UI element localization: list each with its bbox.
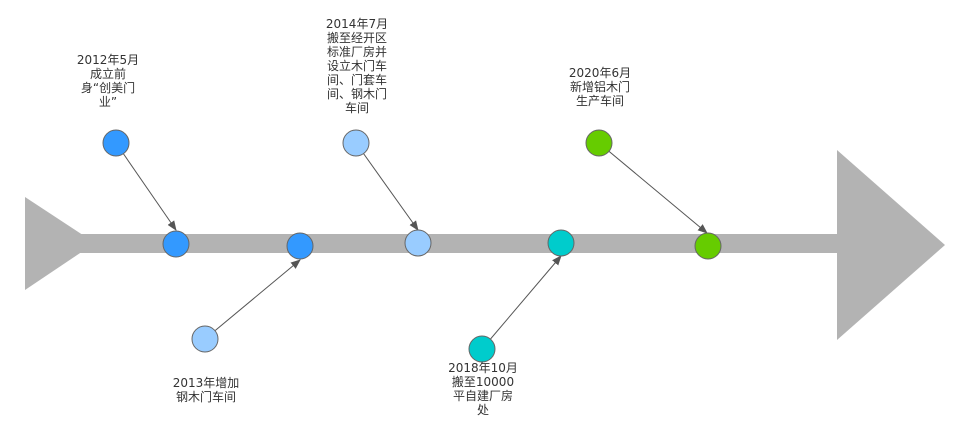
callout-node-2013 bbox=[191, 325, 219, 353]
connector-2014 bbox=[355, 142, 419, 231]
connector-2012 bbox=[115, 142, 177, 231]
connector-2018 bbox=[481, 255, 562, 350]
callout-node-2012 bbox=[102, 129, 130, 157]
axis-node-2013 bbox=[286, 232, 314, 260]
timeline-arrow-head bbox=[837, 150, 945, 340]
axis-node-2014 bbox=[404, 229, 432, 257]
milestone-label-2014: 2014年7月 搬至经开区 标准厂房并 设立木门车 间、门套车 间、钢木门 车间 bbox=[325, 17, 389, 115]
milestone-label-2012: 2012年5月 成立前 身“创美门 业” bbox=[76, 53, 140, 109]
milestone-label-2013: 2013年增加 钢木门车间 bbox=[172, 376, 240, 404]
milestone-label-2018: 2018年10月 搬至10000 平自建厂房 处 bbox=[448, 361, 518, 417]
milestone-label-2020: 2020年6月 新增铝木门 生产车间 bbox=[568, 66, 632, 108]
axis-node-2012 bbox=[162, 230, 190, 258]
connector-2020 bbox=[598, 142, 708, 234]
callout-node-2020 bbox=[585, 129, 613, 157]
callout-node-2018 bbox=[468, 335, 496, 363]
timeline-axis-bar bbox=[55, 234, 855, 253]
axis-node-2018 bbox=[547, 229, 575, 257]
callout-node-2014 bbox=[342, 129, 370, 157]
axis-node-2020 bbox=[694, 232, 722, 260]
connector-2013 bbox=[204, 259, 301, 340]
